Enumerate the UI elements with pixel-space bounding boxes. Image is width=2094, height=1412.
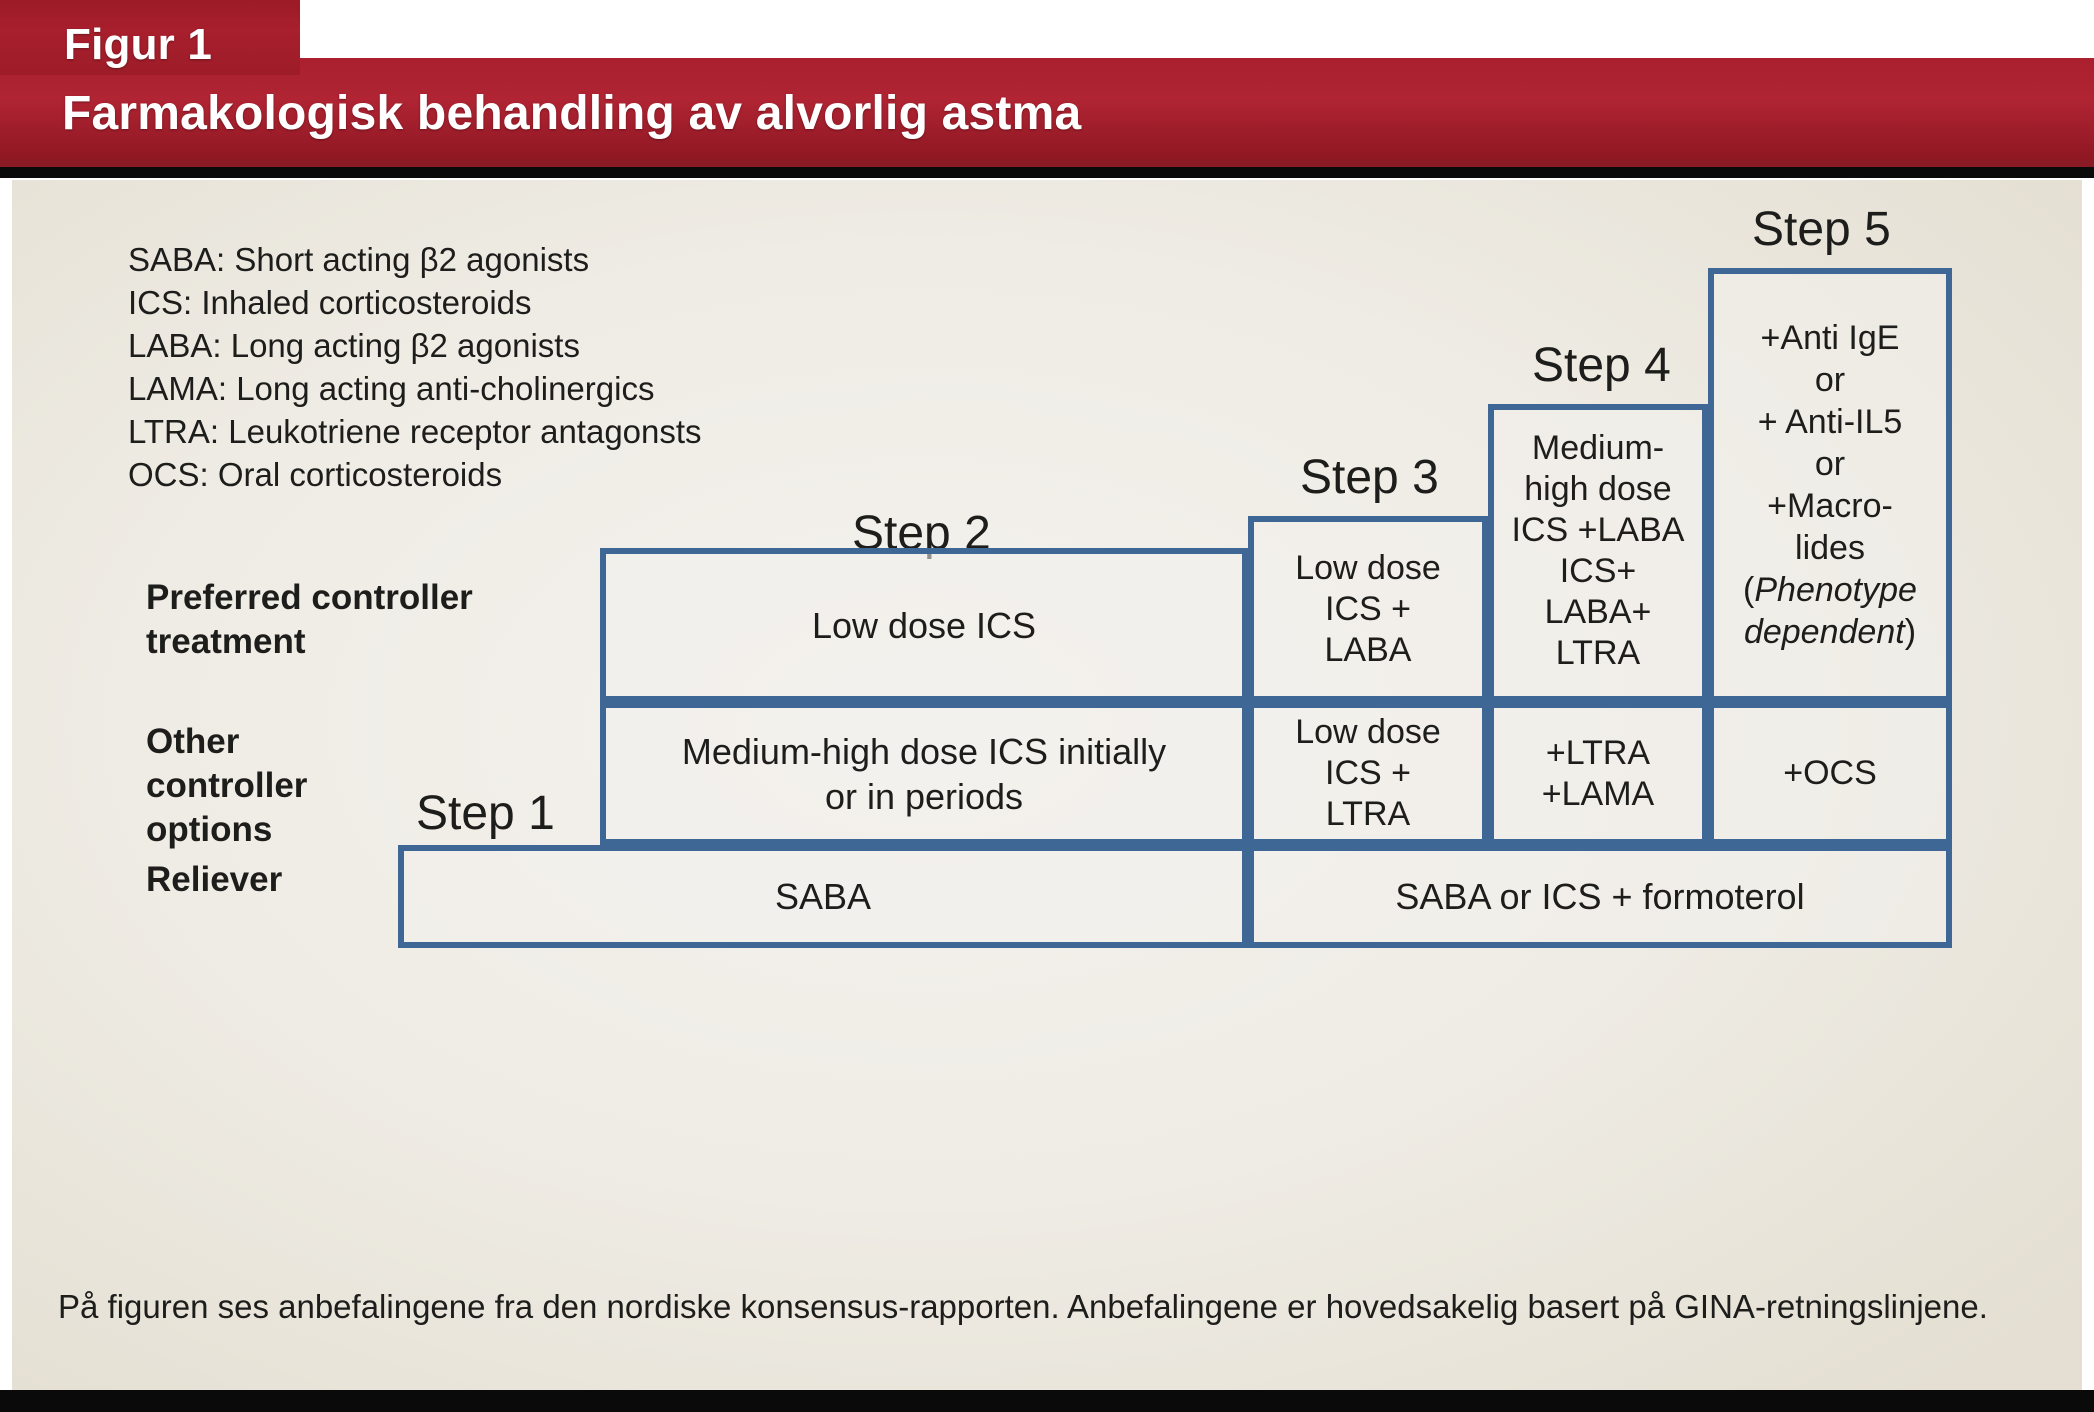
legend-item-ltra: LTRA: Leukotriene receptor antagonsts [128, 413, 702, 450]
cell-preferred-step4-top-text: Medium- high dose ICS +LABA [1511, 429, 1685, 549]
figure-tab [0, 0, 300, 75]
cell-preferred-step3-text: Low dose ICS + LABA [1295, 548, 1441, 669]
cell-preferred-step5: +Anti IgE or + Anti-IL5 or +Macro- lides… [1708, 268, 1952, 702]
step5-line-macro: +Macro- [1767, 487, 1893, 525]
cell-preferred-step5-content: +Anti IgE or + Anti-IL5 or +Macro- lides… [1743, 317, 1917, 653]
row-label-other: Other controller options [146, 722, 308, 849]
cell-reliever-right-text: SABA or ICS + formoterol [1395, 876, 1805, 917]
cell-reliever-left-text: SABA [774, 876, 872, 917]
cell-preferred-step4-bottom-text: ICS+ LABA+ LTRA [1544, 552, 1652, 672]
step5-line-phenotype: (Phenotype [1743, 569, 1917, 611]
cell-other-step3-text: Low dose ICS + LTRA [1295, 713, 1441, 833]
figure-title: Farmakologisk behandling av alvorlig ast… [62, 87, 1082, 140]
cell-preferred-step4: Medium- high dose ICS +LABA ICS+ LABA+ L… [1488, 404, 1708, 702]
figure-canvas: SABA: Short acting β2 agonists ICS: Inha… [12, 180, 2082, 1390]
banner-notch [300, 0, 2094, 58]
cell-reliever-right: SABA or ICS + formoterol [1248, 845, 1952, 948]
cell-other-step4-text: +LTRA +LAMA [1541, 733, 1655, 813]
step5-line-or-1: or [1814, 361, 1846, 399]
legend-item-ics: ICS: Inhaled corticosteroids [128, 284, 532, 321]
legend-item-saba: SABA: Short acting β2 agonists [128, 241, 590, 278]
legend-item-ocs: OCS: Oral corticosteroids [128, 456, 503, 493]
frame-left-margin [0, 178, 12, 1412]
step5-paren-close: ) [1904, 613, 1917, 651]
step-1-title: Step 1 [416, 787, 555, 840]
legend-item-laba: LABA: Long acting β2 agonists [128, 327, 580, 364]
step5-phenotype-italic: Phenotype [1754, 571, 1917, 609]
step-5-title: Step 5 [1752, 203, 1891, 256]
figure-tab-label: Figur 1 [64, 20, 213, 69]
cell-reliever-left: SABA [398, 845, 1248, 948]
step5-line-lides: lides [1795, 529, 1865, 567]
cell-other-step2: Medium-high dose ICS initially or in per… [600, 702, 1248, 845]
cell-other-step2-text: Medium-high dose ICS initially or in per… [681, 730, 1167, 817]
step5-line-or-2: or [1814, 445, 1846, 483]
step-3-title: Step 3 [1300, 451, 1439, 504]
frame-bottom-rule [0, 1390, 2094, 1412]
cell-other-step4: +LTRA +LAMA [1488, 702, 1708, 845]
row-label-reliever: Reliever [146, 860, 283, 899]
header-rule-black [0, 167, 2094, 178]
cell-preferred-step2: Low dose ICS [600, 548, 1248, 702]
cell-other-step5: +OCS [1708, 702, 1952, 845]
step-4-title: Step 4 [1532, 339, 1671, 392]
step5-line-dependent: dependent) [1743, 611, 1917, 653]
step5-line-anti-ige: +Anti IgE [1760, 319, 1900, 357]
header-rule-red [0, 160, 2094, 167]
cell-other-step5-text: +OCS [1783, 754, 1877, 792]
cell-preferred-step3: Low dose ICS + LABA [1248, 516, 1488, 702]
figure-caption: På figuren ses anbefalingene fra den nor… [58, 1288, 1988, 1325]
step5-dependent-italic: dependent [1743, 613, 1905, 651]
cell-preferred-step2-text: Low dose ICS [811, 604, 1037, 646]
cell-preferred-step4-content: Medium- high dose ICS +LABA ICS+ LABA+ L… [1494, 410, 1702, 696]
row-label-preferred: Preferred controller treatment [146, 578, 473, 661]
frame-right-margin [2082, 178, 2094, 1412]
step5-paren-open: ( [1743, 571, 1755, 609]
abbreviation-legend: SABA: Short acting β2 agonists ICS: Inha… [128, 238, 702, 496]
step5-line-anti-il5: + Anti-IL5 [1757, 403, 1903, 441]
cell-other-step3: Low dose ICS + LTRA [1248, 702, 1488, 845]
legend-item-lama: LAMA: Long acting anti-cholinergics [128, 370, 655, 407]
header-banner: Figur 1 Farmakologisk behandling av alvo… [0, 0, 2094, 160]
